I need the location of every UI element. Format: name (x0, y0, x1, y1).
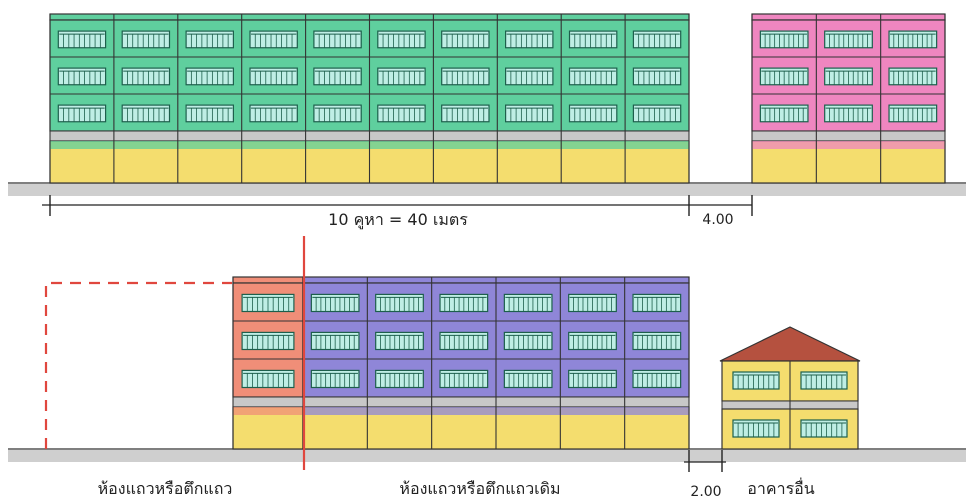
window (824, 30, 873, 49)
window (375, 331, 424, 351)
window (632, 30, 682, 49)
window (310, 293, 360, 313)
window (57, 30, 107, 49)
new-terrace-segment (232, 276, 304, 450)
window (632, 331, 682, 351)
window (824, 67, 873, 86)
window (377, 30, 426, 49)
ground-floor-strip (233, 407, 303, 415)
window (505, 104, 554, 123)
window (800, 419, 848, 438)
window (249, 104, 298, 123)
window (441, 67, 490, 86)
window (505, 67, 554, 86)
window (632, 293, 682, 313)
floor-band (751, 130, 946, 142)
window (503, 293, 553, 313)
window (568, 293, 617, 313)
window (377, 104, 426, 123)
window (241, 369, 295, 389)
window (185, 104, 234, 123)
window (57, 67, 107, 86)
top-gap-label: 4.00 (702, 212, 733, 228)
window (121, 30, 171, 49)
window (505, 30, 554, 49)
window (57, 104, 107, 123)
floor-band (232, 396, 304, 408)
window (310, 369, 360, 389)
window (377, 67, 426, 86)
window (313, 67, 362, 86)
window (732, 371, 780, 390)
other-building-label: อาคารอื่น (747, 477, 814, 498)
dimension-lines (42, 195, 753, 472)
window (375, 293, 424, 313)
window (824, 104, 873, 123)
window (121, 67, 171, 86)
ground-strip-bottom (8, 450, 966, 462)
window (568, 67, 618, 86)
ground-floor-strip (752, 141, 945, 149)
window (313, 104, 362, 123)
window (759, 30, 809, 49)
parapet (232, 276, 304, 284)
parapet (751, 13, 946, 21)
window (632, 67, 682, 86)
window (249, 30, 298, 49)
buildings (44, 13, 946, 470)
window (568, 369, 617, 389)
existing-row-building-label: ห้องแถวหรือตึกแถวเดิม (399, 479, 560, 498)
window (441, 30, 490, 49)
window (632, 104, 682, 123)
new-row-building-label: ห้องแถวหรือตึกแถว (98, 479, 233, 498)
window (313, 30, 362, 49)
window (568, 104, 618, 123)
window (121, 104, 171, 123)
other-building (719, 326, 861, 450)
window (241, 331, 295, 351)
house-roof (719, 326, 861, 362)
bottom-gap-label: 2.00 (690, 484, 721, 500)
window (310, 331, 360, 351)
window (503, 331, 553, 351)
window (759, 67, 809, 86)
planned-building-outline (44, 281, 232, 449)
window (185, 30, 234, 49)
window (375, 369, 424, 389)
window (503, 369, 553, 389)
window (800, 371, 848, 390)
window (439, 331, 489, 351)
existing-terrace (302, 276, 690, 450)
top-dimension-label: 10 คูหา = 40 เมตร (328, 210, 468, 230)
window (732, 419, 780, 438)
window (185, 67, 234, 86)
ground-lines (8, 182, 966, 462)
window (241, 293, 295, 313)
ground-strip-top (8, 184, 966, 196)
window (439, 369, 489, 389)
pink-terrace (751, 13, 946, 184)
window (568, 30, 618, 49)
window (759, 104, 809, 123)
window (888, 67, 938, 86)
green-terrace (49, 13, 690, 184)
window (568, 331, 617, 351)
window (439, 293, 489, 313)
window (249, 67, 298, 86)
window (441, 104, 490, 123)
window (888, 30, 938, 49)
window (888, 104, 938, 123)
window (632, 369, 682, 389)
